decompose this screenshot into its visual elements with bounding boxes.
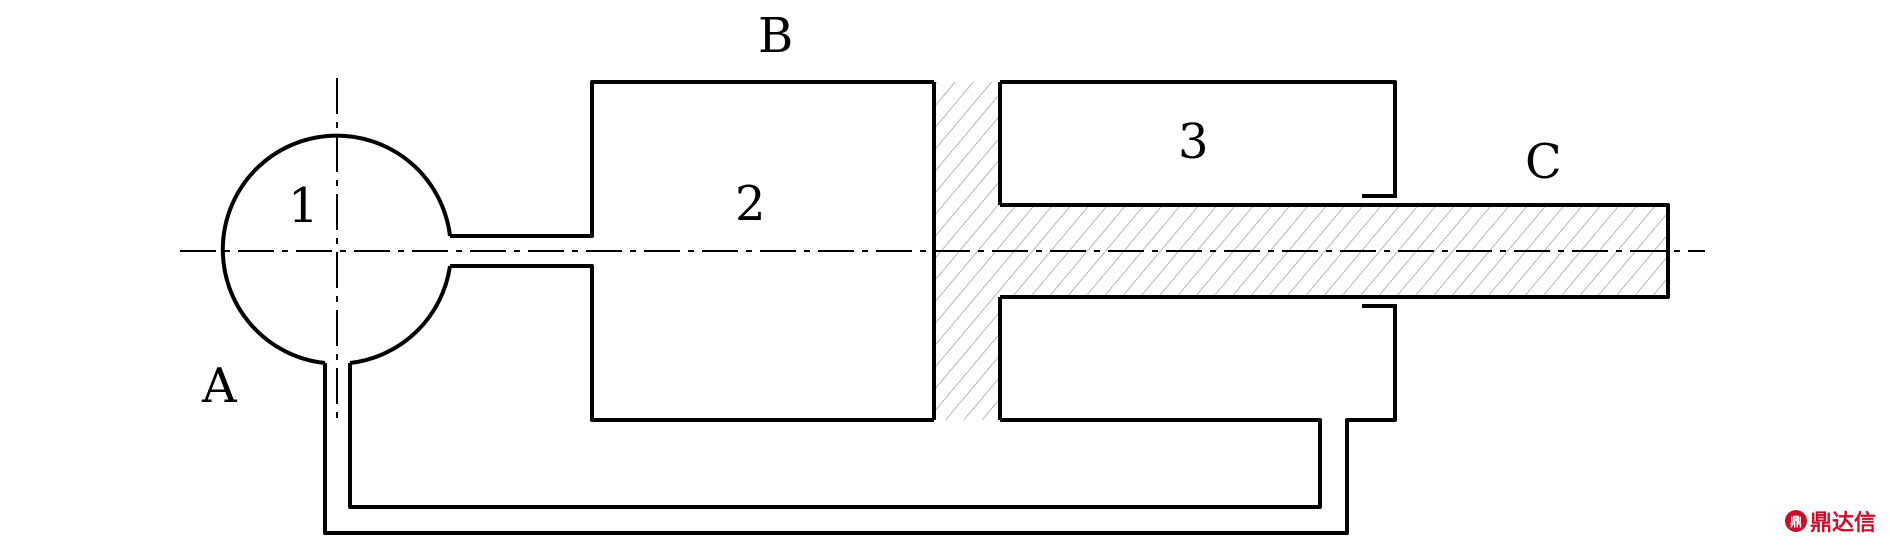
rod-chamber-lower bbox=[323, 306, 1397, 535]
pump-body bbox=[220, 133, 452, 365]
watermark-text: 鼎达信 bbox=[1809, 511, 1876, 536]
return-pipe bbox=[348, 363, 1322, 509]
watermark-logo-icon: 鼎 bbox=[1784, 510, 1807, 532]
neck-lower bbox=[450, 264, 934, 422]
piston bbox=[932, 82, 1002, 420]
watermark: 鼎 鼎达信 bbox=[1784, 505, 1876, 537]
rod bbox=[1000, 203, 1670, 299]
label-a: A bbox=[201, 358, 238, 414]
label-c: C bbox=[1525, 134, 1562, 190]
neck-upper bbox=[450, 80, 934, 238]
label-b: B bbox=[758, 8, 793, 64]
rod-chamber-upper bbox=[1000, 80, 1397, 196]
label-1: 1 bbox=[288, 178, 319, 234]
label-3: 3 bbox=[1178, 114, 1209, 170]
label-2: 2 bbox=[735, 176, 766, 232]
